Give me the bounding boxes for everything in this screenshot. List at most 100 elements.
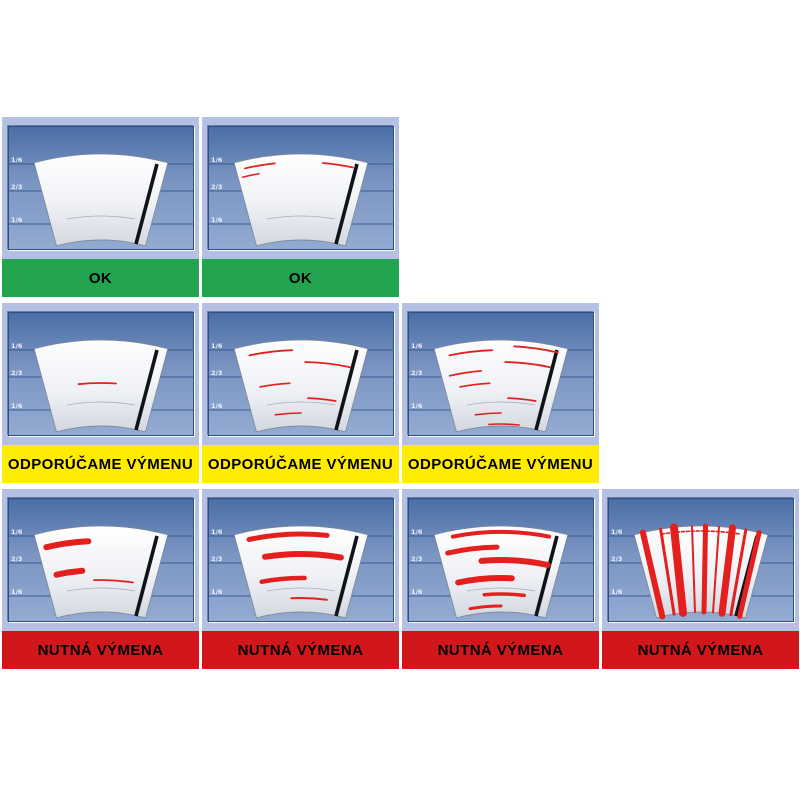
wiper-panel: 1/6 2/3 1/6: [7, 126, 194, 250]
wiper-cell-recommend-3: 1/6 2/3 1/6: [402, 303, 599, 483]
wiper-cell-recommend-1: 1/6 2/3 1/6 ODPORÚČAME VÝMENU: [2, 303, 199, 483]
wiper-blade-icon: [133, 535, 159, 617]
wiper-panel: 1/6 2/3 1/6: [207, 126, 394, 250]
wear-marks: [444, 529, 551, 611]
wiper-sweep-area: [233, 339, 368, 433]
wiper-blade-icon: [333, 163, 359, 245]
wiper-panel: 1/6 2/3 1/6: [207, 498, 394, 622]
wiper-cell-ok-2: 1/6 2/3 1/6 OK: [202, 117, 399, 297]
cell-image-area: 1/6 2/3 1/6: [602, 489, 799, 631]
zone-label-top: 1/6: [11, 156, 23, 164]
wiper-panel: 1/6 2/3 1/6: [7, 498, 194, 622]
zone-label-bottom: 1/6: [411, 588, 423, 596]
cell-image-area: 1/6 2/3 1/6: [402, 489, 599, 631]
wiper-diagram-clean: 1/6 2/3 1/6: [8, 127, 193, 249]
status-label-required: NUTNÁ VÝMENA: [202, 631, 399, 669]
zone-label-mid: 2/3: [211, 369, 222, 377]
wiper-blade-icon: [333, 349, 359, 431]
wiper-diagram-heavy-streaks: 1/6 2/3 1/6: [208, 499, 393, 621]
wiper-panel: 1/6 2/3 1/6: [7, 312, 194, 436]
zone-label-bottom: 1/6: [211, 402, 223, 410]
zone-label-top: 1/6: [11, 528, 23, 536]
status-label-required: NUTNÁ VÝMENA: [402, 631, 599, 669]
wiper-sweep-area: [233, 525, 368, 619]
zone-label-bottom: 1/6: [11, 216, 23, 224]
status-label-recommend: ODPORÚČAME VÝMENU: [402, 445, 599, 483]
status-label-required: NUTNÁ VÝMENA: [2, 631, 199, 669]
zone-label-mid: 2/3: [211, 555, 222, 563]
zone-label-bottom: 1/6: [11, 402, 23, 410]
wiper-cell-ok-1: 1/6 2/3 1/6 OK: [2, 117, 199, 297]
cell-image-area: 1/6 2/3 1/6: [202, 117, 399, 259]
status-label-ok: OK: [202, 259, 399, 297]
cell-image-area: 1/6 2/3 1/6: [202, 303, 399, 445]
status-label-ok: OK: [2, 259, 199, 297]
wiper-sweep-area: [233, 153, 368, 247]
wiper-cell-required-4: 1/6 2/3 1/6: [602, 489, 799, 669]
wiper-diagram-many-streaks: 1/6 2/3 1/6: [408, 313, 593, 435]
zone-label-mid: 2/3: [211, 183, 222, 191]
zone-label-mid: 2/3: [611, 555, 622, 563]
zone-label-mid: 2/3: [11, 369, 22, 377]
wiper-panel: 1/6 2/3 1/6: [407, 312, 594, 436]
wiper-cell-required-1: 1/6 2/3 1/6 NUTNÁ VÝMENA: [2, 489, 199, 669]
wiper-sweep-area: [33, 153, 168, 247]
cell-image-area: 1/6 2/3 1/6: [2, 117, 199, 259]
zone-label-bottom: 1/6: [411, 402, 423, 410]
zone-label-top: 1/6: [611, 528, 623, 536]
wiper-cell-recommend-2: 1/6 2/3 1/6: [202, 303, 399, 483]
wiper-blade-icon: [133, 163, 159, 245]
zone-label-bottom: 1/6: [11, 588, 23, 596]
wiper-panel: 1/6 2/3 1/6: [607, 498, 794, 622]
status-label-recommend: ODPORÚČAME VÝMENU: [2, 445, 199, 483]
row-recommend: 1/6 2/3 1/6 ODPORÚČAME VÝMENU: [2, 303, 798, 483]
wiper-blade-icon: [533, 349, 559, 431]
top-edge-smear-mark: [660, 530, 741, 535]
zone-label-top: 1/6: [11, 342, 23, 350]
wear-marks: [448, 345, 559, 426]
wiper-sweep-area: [33, 525, 168, 619]
wear-marks: [639, 523, 762, 620]
status-label-required: NUTNÁ VÝMENA: [602, 631, 799, 669]
wear-marks: [248, 349, 351, 416]
zone-label-bottom: 1/6: [211, 216, 223, 224]
wiper-diagram-dense-streaks: 1/6 2/3 1/6: [408, 499, 593, 621]
wear-marks: [77, 382, 117, 386]
zone-label-mid: 2/3: [411, 555, 422, 563]
zone-label-top: 1/6: [211, 156, 223, 164]
status-label-recommend: ODPORÚČAME VÝMENU: [202, 445, 399, 483]
wear-marks: [241, 162, 354, 178]
wiper-blade-icon: [333, 535, 359, 617]
wiper-blade-icon: [533, 535, 559, 617]
wiper-panel: 1/6 2/3 1/6: [207, 312, 394, 436]
wiper-sweep-area: [433, 339, 568, 433]
wiper-diagram-few-streaks: 1/6 2/3 1/6: [208, 313, 393, 435]
zone-label-top: 1/6: [211, 528, 223, 536]
wiper-diagram-smears: 1/6 2/3 1/6: [8, 499, 193, 621]
wiper-cell-required-3: 1/6 2/3 1/6: [402, 489, 599, 669]
zone-label-top: 1/6: [411, 528, 423, 536]
cell-image-area: 1/6 2/3 1/6: [2, 303, 199, 445]
cell-image-area: 1/6 2/3 1/6: [2, 489, 199, 631]
zone-label-mid: 2/3: [11, 555, 22, 563]
wiper-cell-required-2: 1/6 2/3 1/6 NUTNÁ: [202, 489, 399, 669]
row-required: 1/6 2/3 1/6 NUTNÁ VÝMENA: [2, 489, 799, 669]
wiper-diagram-single-streak: 1/6 2/3 1/6: [8, 313, 193, 435]
wiper-diagram-full-smear: 1/6 2/3 1/6: [608, 499, 793, 621]
wiper-wear-chart: 1/6 2/3 1/6 OK: [2, 117, 799, 669]
wear-marks: [246, 531, 344, 601]
cell-image-area: 1/6 2/3 1/6: [402, 303, 599, 445]
wiper-panel: 1/6 2/3 1/6: [407, 498, 594, 622]
zone-label-top: 1/6: [211, 342, 223, 350]
wiper-diagram-light-marks: 1/6 2/3 1/6: [208, 127, 393, 249]
zone-label-mid: 2/3: [11, 183, 22, 191]
cell-image-area: 1/6 2/3 1/6: [202, 489, 399, 631]
zone-label-bottom: 1/6: [611, 588, 623, 596]
wiper-blade-icon: [133, 349, 159, 431]
wiper-sweep-area: [33, 339, 168, 433]
zone-label-mid: 2/3: [411, 369, 422, 377]
zone-label-bottom: 1/6: [211, 588, 223, 596]
wear-marks: [42, 538, 134, 584]
row-ok: 1/6 2/3 1/6 OK: [2, 117, 798, 297]
zone-label-top: 1/6: [411, 342, 423, 350]
